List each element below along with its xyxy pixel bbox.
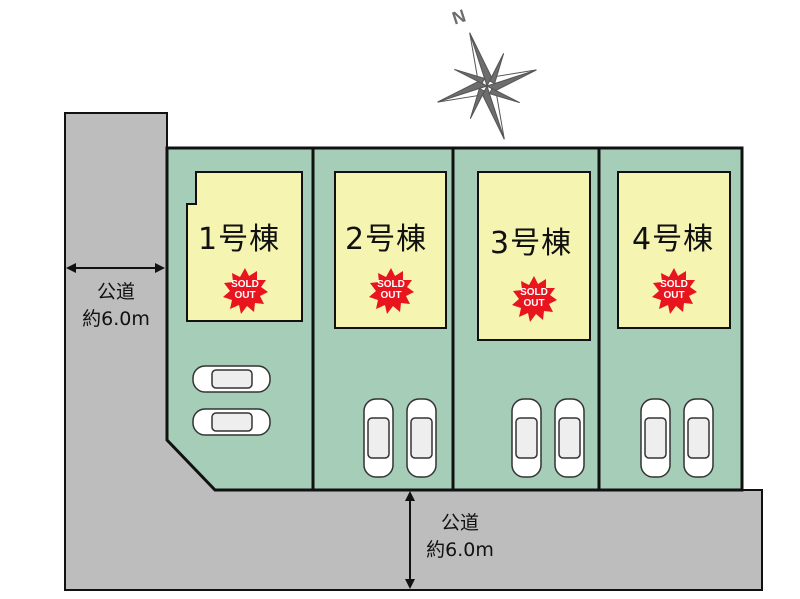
car-icon [406,398,437,478]
lot-label-4: 4号棟 [632,222,715,257]
width-arrow-west [66,263,165,273]
lot-label-1: 1号棟 [198,222,281,257]
road-label-west: 公道 約6.0m [68,279,164,333]
road-width: 約6.0m [426,539,494,561]
road-label-south: 公道 約6.0m [412,510,508,564]
road-width: 約6.0m [82,308,150,330]
car-icon [192,408,271,436]
car-icon [363,398,394,478]
road-name: 公道 [440,512,479,534]
width-arrow-south [405,491,415,589]
compass-icon [437,32,537,140]
car-icon [640,398,671,478]
building-1 [186,171,303,322]
car-icon [511,398,542,478]
car-icon [554,398,585,478]
road-name: 公道 [96,281,135,303]
car-icon [192,365,271,393]
lot-label-2: 2号棟 [345,222,428,257]
compass-north-label: N [450,6,469,29]
lot-label-3: 3号棟 [490,226,573,261]
car-icon [683,398,714,478]
parking-cars [192,365,714,478]
